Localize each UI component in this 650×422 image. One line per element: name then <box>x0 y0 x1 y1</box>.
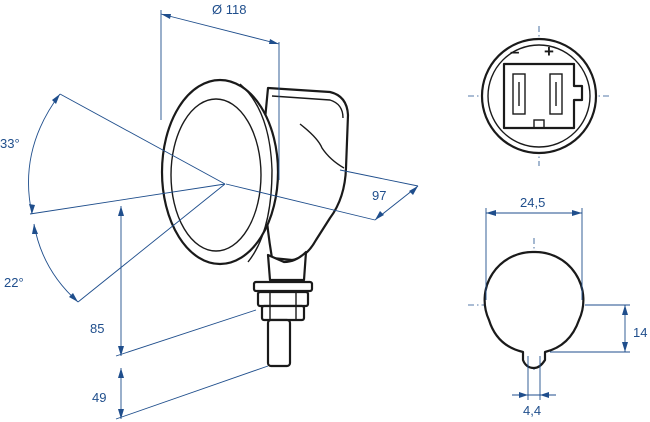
stud-ext-bottom <box>115 365 269 420</box>
beam-center-line <box>29 183 226 215</box>
connector-rim <box>487 44 591 148</box>
angle-up-arc <box>28 93 61 215</box>
stud-label: 49 <box>92 390 106 405</box>
angle-down-label: 22° <box>4 275 24 290</box>
threaded-stud <box>266 318 292 368</box>
arrow <box>622 342 628 352</box>
arrow <box>409 186 418 195</box>
connector-side-view: 24,5 14 4,4 <box>468 195 647 418</box>
arrow <box>572 210 582 216</box>
arrow <box>622 305 628 315</box>
arrow <box>269 39 279 44</box>
arrow <box>118 206 124 216</box>
pin-minus <box>512 73 526 115</box>
lamp-side-view <box>160 78 350 368</box>
mounting-neck <box>266 250 308 282</box>
arrow <box>118 368 124 378</box>
arrow <box>32 224 38 234</box>
depth-ext-front <box>225 183 376 221</box>
arrow <box>519 392 528 398</box>
front-bezel <box>160 78 280 266</box>
pin-label: 4,4 <box>523 403 541 418</box>
mount-nut-lower <box>260 304 306 322</box>
arrow <box>540 392 549 398</box>
lamp-dimensions: Ø 118 97 33° 22° 85 49 <box>0 2 419 420</box>
angle-up-label: 33° <box>0 136 20 151</box>
arrow <box>29 204 35 214</box>
depth-ext-back <box>339 169 419 187</box>
pin-plus <box>549 73 563 115</box>
height-ext-bottom <box>115 309 257 357</box>
arrow <box>118 409 124 419</box>
socket-key <box>533 119 545 129</box>
arrow <box>375 211 384 220</box>
minus-label: – <box>510 42 519 61</box>
width-label: 24,5 <box>520 195 545 210</box>
angle-down-arc <box>33 223 79 303</box>
arrow <box>161 14 171 19</box>
mount-nut <box>256 290 310 308</box>
arrow <box>118 346 124 356</box>
arrow <box>69 293 78 302</box>
mount-washer <box>252 280 314 293</box>
beam-upper-line <box>59 93 226 185</box>
bezel-rim <box>239 83 273 263</box>
connector-face-view: – + <box>468 26 610 166</box>
arrow <box>486 210 496 216</box>
plus-label: + <box>544 42 554 61</box>
diameter-dim-line <box>160 13 280 45</box>
offset-label: 14 <box>633 325 647 340</box>
arrow <box>52 94 60 104</box>
beam-lower-line <box>77 183 226 303</box>
height-label: 85 <box>90 321 104 336</box>
housing-top-edge <box>271 95 344 119</box>
housing-crease <box>299 123 345 169</box>
depth-label: 97 <box>372 188 386 203</box>
connector-side-body <box>483 250 585 370</box>
diameter-label: Ø 118 <box>212 2 246 17</box>
front-lens <box>170 98 262 252</box>
